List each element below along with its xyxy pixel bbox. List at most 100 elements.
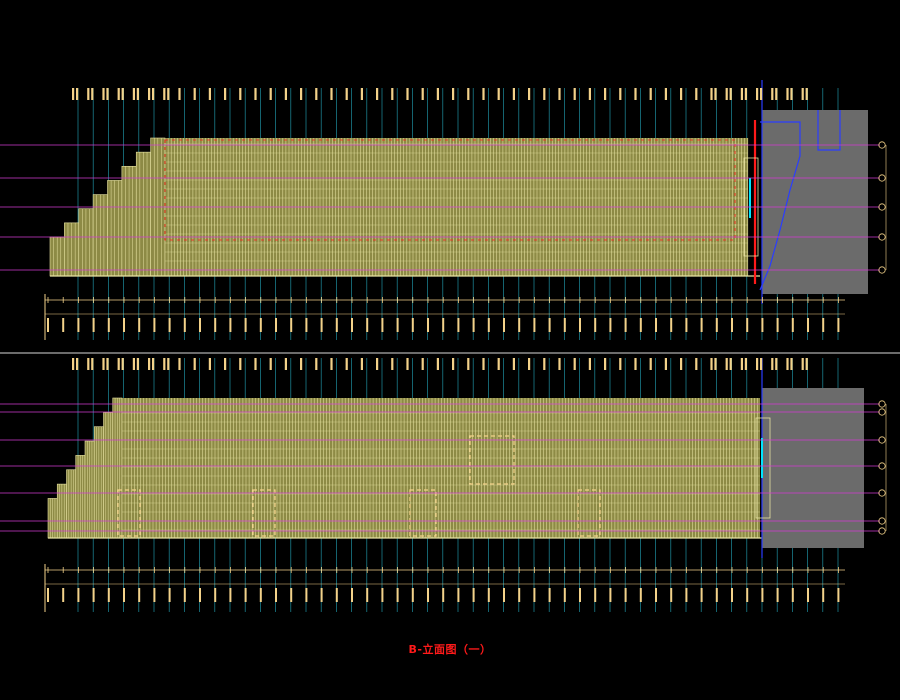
dimension-text-mark — [199, 318, 201, 332]
elevation-lower — [0, 358, 887, 612]
dimension-text-mark — [670, 588, 673, 602]
dimension-text-mark — [731, 318, 733, 332]
dimension-text-mark — [366, 588, 369, 602]
dimension-text-mark — [123, 588, 125, 602]
axis-tag — [106, 358, 109, 370]
level-marker-symbol — [878, 203, 886, 211]
dimension-text-mark — [442, 588, 445, 602]
level-marker-symbol — [878, 462, 886, 470]
axis-tag — [695, 358, 698, 370]
axis-tag — [588, 88, 591, 100]
dimension-text-mark — [548, 318, 551, 332]
end-bay-outline — [755, 417, 771, 519]
dimension-text-mark — [138, 588, 141, 602]
dimension-text-mark — [107, 588, 110, 602]
axis-tag — [117, 358, 120, 370]
dimension-text-mark — [351, 588, 353, 602]
dimension-text-mark — [624, 318, 627, 332]
axis-tag — [72, 88, 75, 100]
dimension-text-mark — [229, 318, 232, 332]
axis-tag — [102, 358, 105, 370]
dimension-text-mark — [107, 318, 110, 332]
dimension-text-mark — [47, 318, 49, 332]
elevation-upper — [0, 80, 887, 340]
axis-tag — [330, 88, 333, 100]
dimension-text-mark — [715, 318, 718, 332]
axis-tags — [72, 88, 808, 100]
dimension-text-mark — [624, 588, 627, 602]
axis-tag — [406, 88, 409, 100]
axis-tag — [91, 88, 94, 100]
axis-tag — [558, 358, 561, 370]
dimension-text-mark — [305, 318, 308, 332]
dimension-text-mark — [168, 588, 171, 602]
structure-fill — [762, 110, 868, 294]
axis-tag — [664, 88, 667, 100]
axis-tag — [714, 358, 717, 370]
dimension-text-mark — [153, 588, 156, 602]
axis-tag — [634, 88, 637, 100]
dimension-text-mark — [822, 588, 825, 602]
dimension-text-mark — [259, 318, 262, 332]
dimension-text-mark — [290, 588, 293, 602]
axis-tag — [76, 358, 79, 370]
axis-tag — [167, 358, 170, 370]
dimension-text-mark — [609, 588, 612, 602]
level-marker-symbol — [878, 141, 886, 149]
dashed-openings — [117, 435, 601, 537]
dimension-text-mark — [335, 588, 338, 602]
axis-tag — [528, 358, 531, 370]
dimension-text-mark — [746, 318, 749, 332]
axis-tag — [315, 88, 318, 100]
dimension-text-mark — [335, 318, 338, 332]
dimension-text-mark — [411, 588, 414, 602]
dimension-text-mark — [381, 588, 384, 602]
axis-tag — [178, 358, 181, 370]
structure-block — [743, 80, 868, 304]
dimension-text-mark — [579, 588, 581, 602]
facade-panel — [122, 398, 760, 538]
axis-tag — [649, 88, 652, 100]
dimension-text-mark — [457, 318, 460, 332]
axis-tag — [680, 88, 683, 100]
axis-tag — [543, 88, 546, 100]
dimension-text-mark — [776, 588, 779, 602]
axis-tag — [163, 358, 166, 370]
dimension-text-mark — [472, 588, 475, 602]
dimension-text-mark — [822, 318, 825, 332]
axis-tag — [634, 358, 637, 370]
level-marker-symbol — [878, 408, 886, 416]
dimension-text-mark — [396, 588, 399, 602]
axis-tag — [771, 358, 774, 370]
level-marker-symbol — [878, 174, 886, 182]
drawing-title: B-立面图（一） — [408, 643, 492, 656]
axis-tag — [436, 358, 439, 370]
dimension-text-mark — [153, 318, 156, 332]
axis-tag — [786, 358, 789, 370]
profile-line — [817, 110, 841, 151]
axis-tag — [136, 88, 139, 100]
axis-tag — [284, 88, 287, 100]
axis-tag — [744, 88, 747, 100]
axis-tag — [208, 358, 211, 370]
dimension-text-mark — [396, 318, 399, 332]
dimension-text-mark — [655, 588, 657, 602]
axis-tag — [91, 358, 94, 370]
dimension-text-mark — [138, 318, 141, 332]
dimension-text-mark — [594, 318, 597, 332]
dimension-text-mark — [427, 588, 429, 602]
dimension-text-mark — [518, 318, 521, 332]
axis-tag — [345, 88, 348, 100]
opening-outline — [117, 489, 141, 537]
axis-tag — [76, 88, 79, 100]
opening-outline — [577, 489, 601, 537]
level-marker-symbol — [878, 400, 886, 408]
axis-tag — [528, 88, 531, 100]
dimension-text-mark — [685, 588, 688, 602]
dimension-text-mark — [168, 318, 171, 332]
axis-tag — [132, 358, 135, 370]
axis-tag — [790, 88, 793, 100]
axis-tag — [588, 358, 591, 370]
dimension-text-mark — [639, 588, 642, 602]
